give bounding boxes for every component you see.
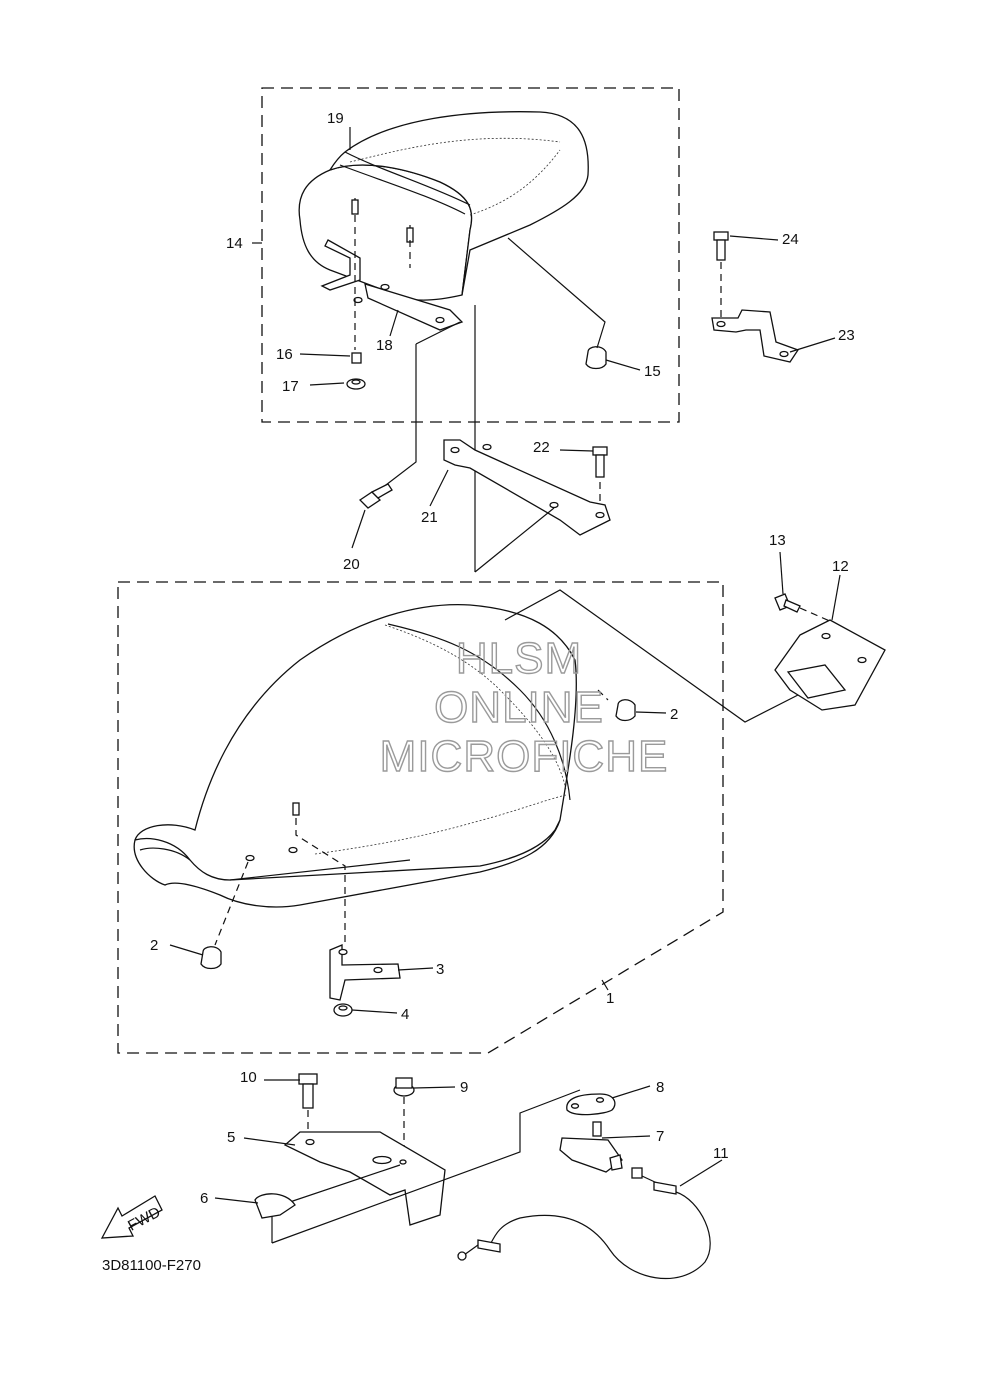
callout-19: 19 (327, 110, 344, 127)
watermark-line-1: HLSM (456, 634, 582, 683)
callout-1: 1 (606, 990, 614, 1007)
callout-9: 9 (460, 1079, 468, 1096)
callout-18: 18 (376, 337, 393, 354)
main-seat-group-box (117, 581, 724, 1054)
bolt-13[interactable] (774, 593, 801, 613)
main-seat[interactable] (133, 604, 577, 908)
stay-23[interactable] (711, 309, 799, 363)
callout-22: 22 (533, 439, 550, 456)
bolt-20[interactable] (358, 483, 393, 509)
callout-8: 8 (656, 1079, 664, 1096)
callout-2-left: 2 (150, 937, 158, 954)
callout-4: 4 (401, 1006, 409, 1023)
bolt-24[interactable] (713, 231, 729, 261)
callout-17: 17 (282, 378, 299, 395)
damper-2-right[interactable] (615, 699, 636, 722)
callout-5: 5 (227, 1129, 235, 1146)
collar-16[interactable] (351, 352, 362, 364)
plate-5[interactable] (283, 1131, 446, 1226)
bolt-10[interactable] (298, 1073, 318, 1109)
rear-seat-group-box (261, 87, 680, 423)
callout-15: 15 (644, 363, 661, 380)
watermark-line-3: MICROFICHE (380, 732, 669, 781)
lock-7[interactable] (559, 1121, 623, 1173)
fwd-arrow-icon: FWD (100, 1195, 163, 1239)
watermark-line-2: ONLINE (434, 683, 604, 732)
callout-23: 23 (838, 327, 855, 344)
callout-21: 21 (421, 509, 438, 526)
callout-6: 6 (200, 1190, 208, 1207)
bracket-3[interactable] (329, 944, 401, 1001)
watermark: HLSM ONLINE MICROFICHE (379, 633, 669, 781)
nut-4[interactable] (333, 1003, 353, 1017)
callout-12: 12 (832, 558, 849, 575)
callout-16: 16 (276, 346, 293, 363)
callout-13: 13 (769, 532, 786, 549)
cable-11[interactable] (457, 1167, 711, 1280)
bracket-21[interactable] (443, 439, 611, 536)
callout-7: 7 (656, 1128, 664, 1145)
nut-9[interactable] (393, 1077, 415, 1097)
plate-8[interactable] (566, 1093, 616, 1116)
callout-24: 24 (782, 231, 799, 248)
diagram-code: 3D81100-F270 (102, 1257, 201, 1274)
rear-seat[interactable] (298, 111, 589, 301)
callout-14: 14 (226, 235, 243, 252)
pad-6[interactable] (254, 1193, 296, 1219)
damper-15[interactable] (585, 346, 607, 370)
callout-3: 3 (436, 961, 444, 978)
damper-2-left[interactable] (200, 946, 222, 970)
callout-2-right: 2 (670, 706, 678, 723)
rear-seat-bracket[interactable] (320, 239, 464, 331)
callout-10: 10 (240, 1069, 257, 1086)
callout-11: 11 (713, 1145, 729, 1162)
nut-17[interactable] (346, 378, 366, 390)
bolt-22[interactable] (592, 446, 608, 478)
callout-20: 20 (343, 556, 360, 573)
holder-12[interactable] (774, 619, 886, 711)
